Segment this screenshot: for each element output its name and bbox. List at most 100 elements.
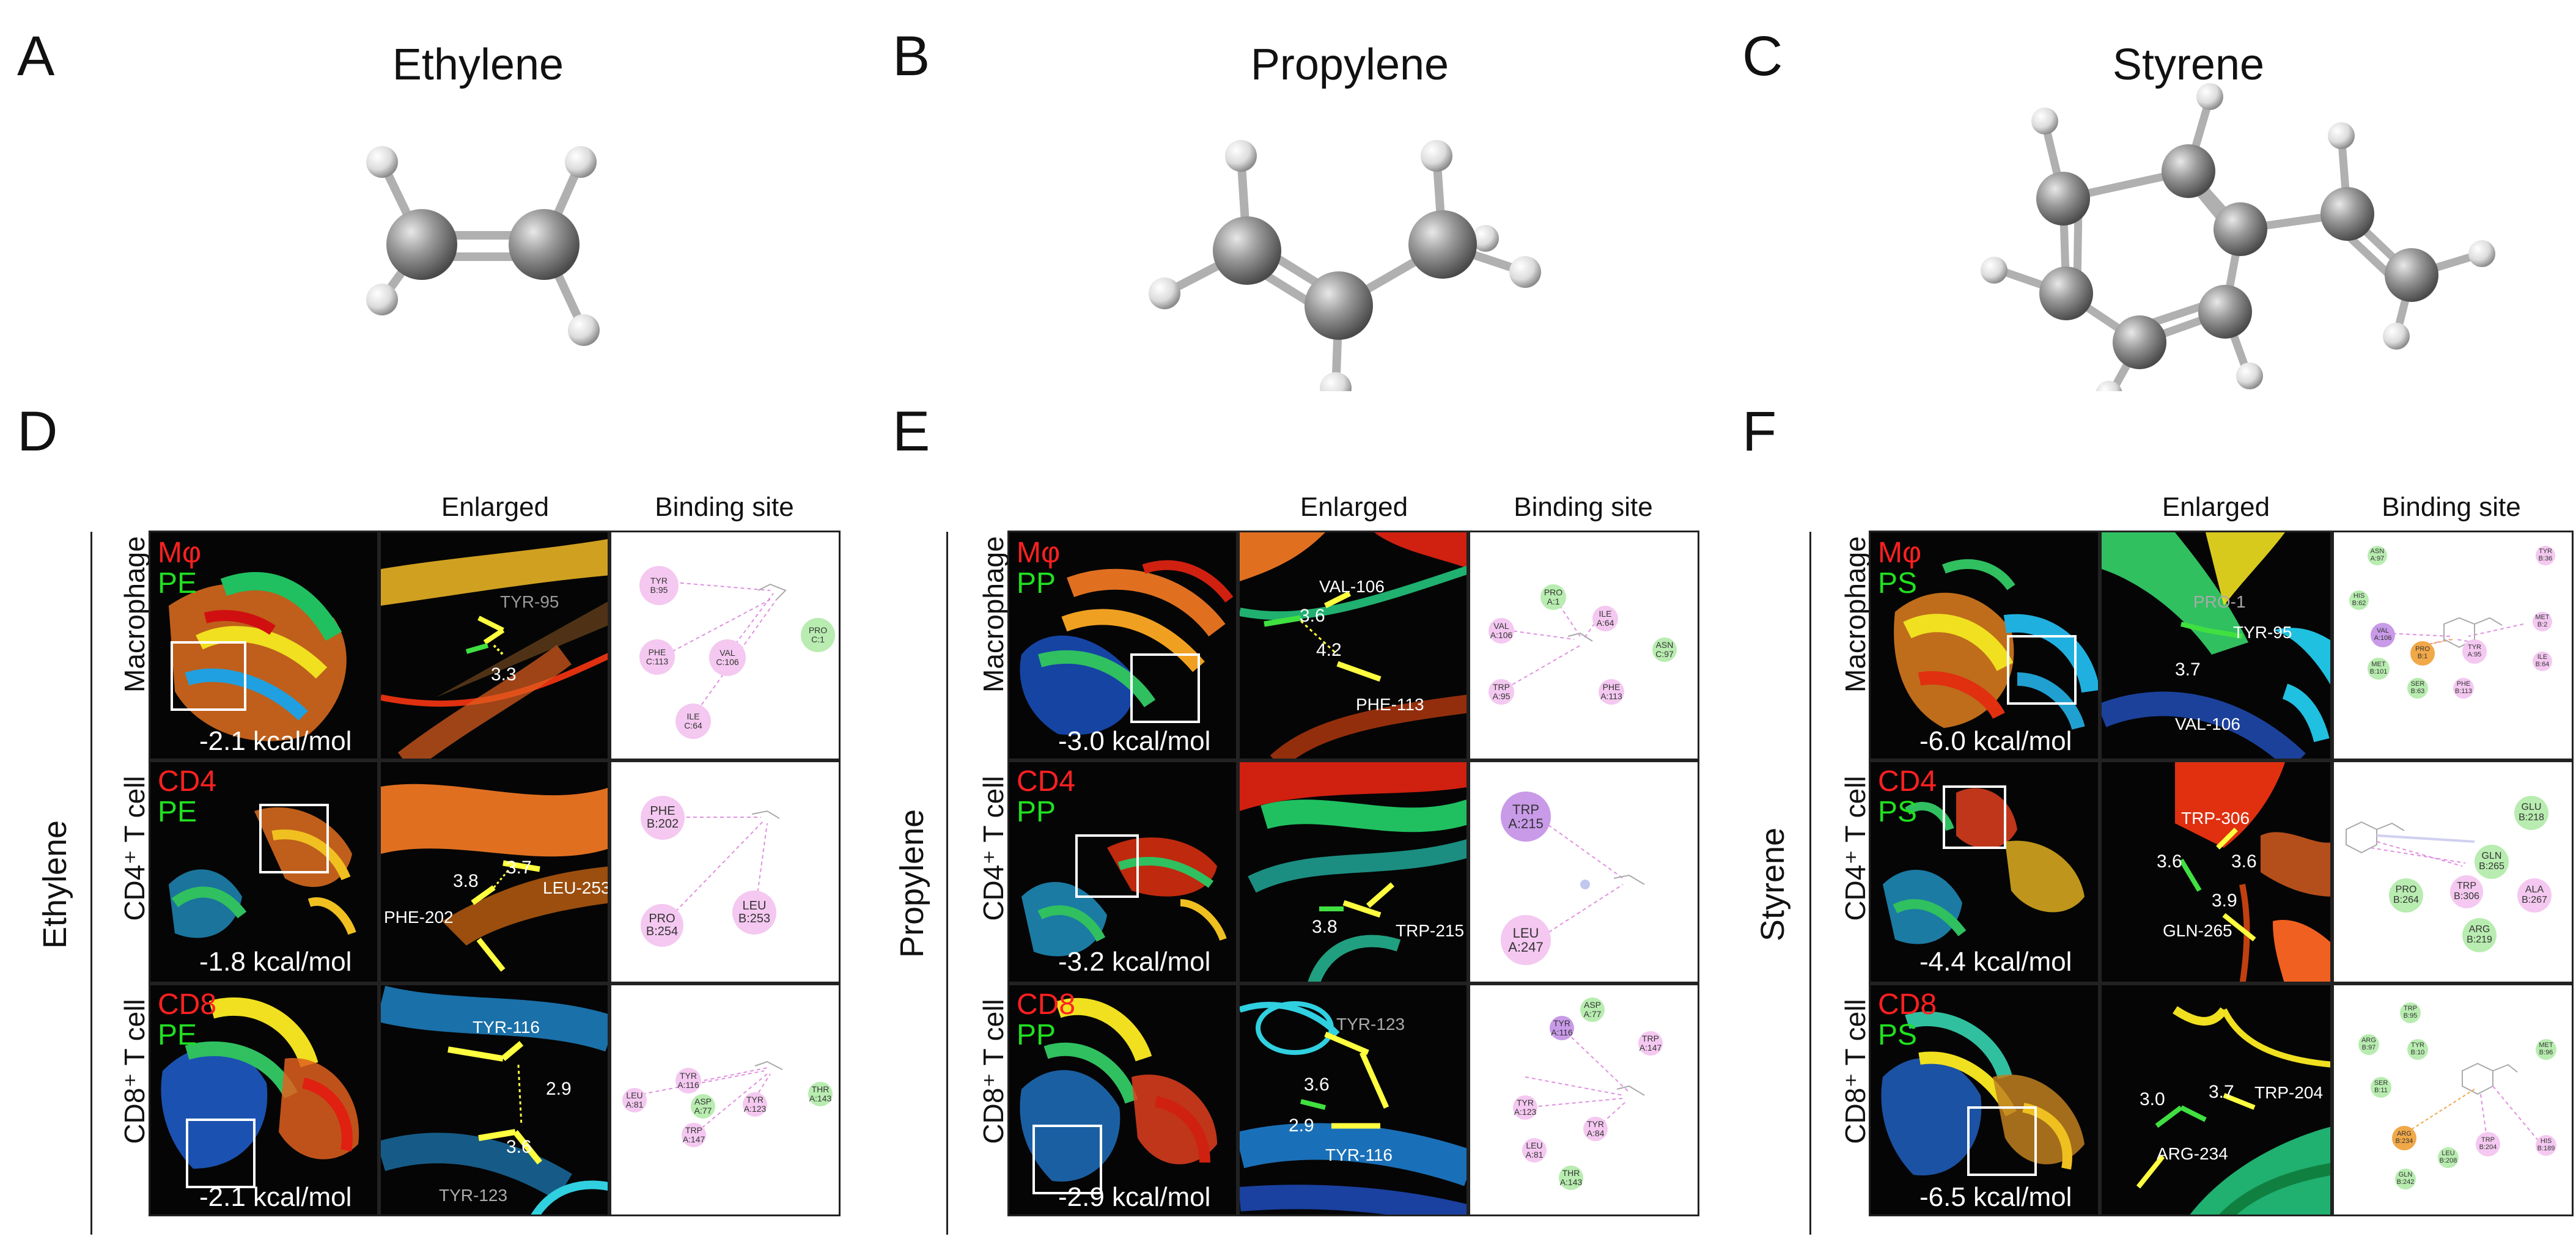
row-label-cd4-e: CD4⁺ T cell <box>977 776 1009 921</box>
panel-label-d: D <box>17 400 58 463</box>
binding-residue: LEU A:81 <box>622 1088 647 1112</box>
binding-residue: HIS B:189 <box>2536 1135 2556 1156</box>
binding-energy: -2.1 kcal/mol <box>199 1182 352 1212</box>
panel-label-f: F <box>1742 400 1777 463</box>
plastic-label: PE <box>158 567 197 600</box>
binding-residue: TYR B:10 <box>2407 1039 2428 1060</box>
row-label-macrophage-f: Macrophage <box>1839 536 1871 693</box>
binding-residue: LEU B:208 <box>2438 1147 2459 1168</box>
binding-residue: TRP A:215 <box>1501 792 1551 842</box>
binding-residue: TYR A:95 <box>2462 639 2487 664</box>
distance-label: 3.6 <box>2157 851 2182 872</box>
plastic-label: PS <box>1878 567 1918 600</box>
binding-site-e-macrophage: VAL A:106 PRO A:1 ILE A:64 ASN C:97 TRP … <box>1468 531 1699 760</box>
molecule-structures <box>366 83 2495 391</box>
row-label-cd8-e: CD8⁺ T cell <box>977 999 1009 1144</box>
cell-type-label: CD4 <box>1878 765 1937 798</box>
distance-label: 3.7 <box>2209 1082 2234 1102</box>
residue-label: PHE-113 <box>1356 695 1424 714</box>
binding-residue: ASN A:97 <box>2368 546 2387 565</box>
distance-label: 3.7 <box>506 858 532 878</box>
plastic-label: PP <box>1017 1019 1056 1051</box>
binding-energy: -6.5 kcal/mol <box>1919 1182 2072 1212</box>
binding-energy: -4.4 kcal/mol <box>1919 947 2072 977</box>
binding-residue: GLN B:242 <box>2395 1169 2416 1189</box>
distance-label: 2.9 <box>546 1079 572 1099</box>
binding-energy: -6.0 kcal/mol <box>1919 726 2072 756</box>
distance-label: 3.7 <box>2175 660 2201 680</box>
panel-label-e: E <box>892 400 930 463</box>
residue-label: PHE-202 <box>384 908 454 927</box>
cell-type-label: CD8 <box>1878 988 1937 1021</box>
enlarged-view-f-cd8: 3.0 3.7 TRP-204 ARG-234 <box>2100 983 2332 1216</box>
header-binding-site-d: Binding site <box>655 492 794 522</box>
group-label-propylene: Propylene <box>894 809 930 958</box>
protein-view-d-cd4: CD4 PE -1.8 kcal/mol <box>149 760 379 983</box>
distance-label: 3.6 <box>2231 851 2257 872</box>
binding-site-e-cd4: TRP A:215 LEU A:247 <box>1468 760 1699 983</box>
protein-view-e-cd4: CD4 PP -3.2 kcal/mol <box>1007 760 1238 983</box>
row-label-cd4-f: CD4⁺ T cell <box>1839 776 1871 921</box>
enlarged-view-e-cd4: 3.8 TRP-215 <box>1238 760 1468 983</box>
protein-view-f-cd8: CD8 PS -6.5 kcal/mol <box>1869 983 2100 1216</box>
binding-residue: ARG B:97 <box>2358 1034 2379 1055</box>
residue-label: TRP-204 <box>2254 1083 2324 1102</box>
binding-residue: PHE B:202 <box>641 796 685 840</box>
distance-label: 3.6 <box>506 1137 532 1157</box>
binding-residue: ASP A:77 <box>691 1094 715 1119</box>
binding-residue: ALA B:267 <box>2517 878 2552 913</box>
binding-residue: TRP B:204 <box>2476 1132 2500 1156</box>
binding-energy: -2.9 kcal/mol <box>1058 1182 1211 1212</box>
group-bar-e <box>946 532 948 1235</box>
binding-residue: SER B:11 <box>2371 1077 2391 1098</box>
group-label-ethylene: Ethylene <box>37 820 73 949</box>
cell-type-label: CD4 <box>158 765 217 798</box>
plastic-label: PP <box>1017 567 1056 600</box>
panel-label-b: B <box>892 25 930 87</box>
binding-residue: ARG B:234 <box>2392 1126 2416 1150</box>
binding-energy: -3.0 kcal/mol <box>1058 726 1211 756</box>
binding-site-d-cd8: TYR A:116 LEU A:81 ASP A:77 TYR A:123 TR… <box>609 983 841 1216</box>
binding-residue: PRO B:1 <box>2410 641 2435 666</box>
binding-residue: VAL C:106 <box>709 639 746 676</box>
distance-label: 3.8 <box>1312 917 1338 937</box>
residue-label: TRP-215 <box>1396 921 1465 940</box>
binding-site-e-cd8: ASP A:77 TYR A:116 TRP A:147 TYR A:123 T… <box>1468 983 1699 1216</box>
enlarged-view-f-macrophage: PRO-1 TYR-95 3.7 VAL-106 <box>2100 531 2332 760</box>
enlarged-view-e-macrophage: VAL-106 3.6 4.2 PHE-113 <box>1238 531 1468 760</box>
group-bar-f <box>1809 532 1811 1235</box>
binding-residue: THR A:143 <box>1559 1166 1583 1190</box>
residue-label: VAL-106 <box>1319 577 1385 596</box>
residue-label: ARG-234 <box>2157 1144 2228 1163</box>
binding-residue: TRP A:147 <box>1638 1031 1663 1056</box>
molecule-title-propylene: Propylene <box>1250 40 1449 89</box>
binding-residue: TYR B:95 <box>639 566 679 605</box>
molecule-title-ethylene: Ethylene <box>392 40 564 89</box>
binding-residue: ASP A:77 <box>1580 998 1605 1022</box>
enlarged-view-d-macrophage: TYR-95 3.3 <box>379 531 609 760</box>
distance-label: 3.0 <box>2140 1089 2165 1109</box>
binding-residue: THR A:143 <box>808 1082 833 1106</box>
row-label-macrophage-e: Macrophage <box>977 536 1009 693</box>
binding-residue: PRO B:264 <box>2389 878 2423 913</box>
binding-residue: TYR A:116 <box>675 1068 701 1093</box>
binding-residue: LEU A:247 <box>1501 915 1551 965</box>
distance-label: 2.9 <box>1289 1115 1314 1136</box>
binding-residue: ASN C:97 <box>1652 638 1677 662</box>
propylene-molecule <box>1149 140 1541 391</box>
binding-residue: ILE C:64 <box>675 704 711 739</box>
distance-label: 3.6 <box>1300 606 1325 626</box>
binding-residue: TYR A:84 <box>1583 1117 1608 1141</box>
binding-residue: PRO B:254 <box>641 904 683 947</box>
binding-residue: TYR B:36 <box>2536 546 2555 565</box>
cell-type-label: Mφ <box>1878 537 1922 569</box>
binding-residue: GLU B:218 <box>2514 796 2548 830</box>
binding-site-f-macrophage: ASN A:97 TYR B:36 HIS B:62 VAL A:106 PRO… <box>2332 531 2574 760</box>
header-binding-site-e: Binding site <box>1514 492 1653 522</box>
cell-type-label: CD4 <box>1017 765 1076 798</box>
binding-residue: LEU A:81 <box>1522 1138 1547 1163</box>
cell-type-label: CD8 <box>158 988 217 1021</box>
ethylene-molecule <box>366 146 600 346</box>
enlarged-view-f-cd4: TRP-306 3.6 3.6 3.9 GLN-265 <box>2100 760 2332 983</box>
binding-residue: HIS B:62 <box>2349 590 2369 610</box>
